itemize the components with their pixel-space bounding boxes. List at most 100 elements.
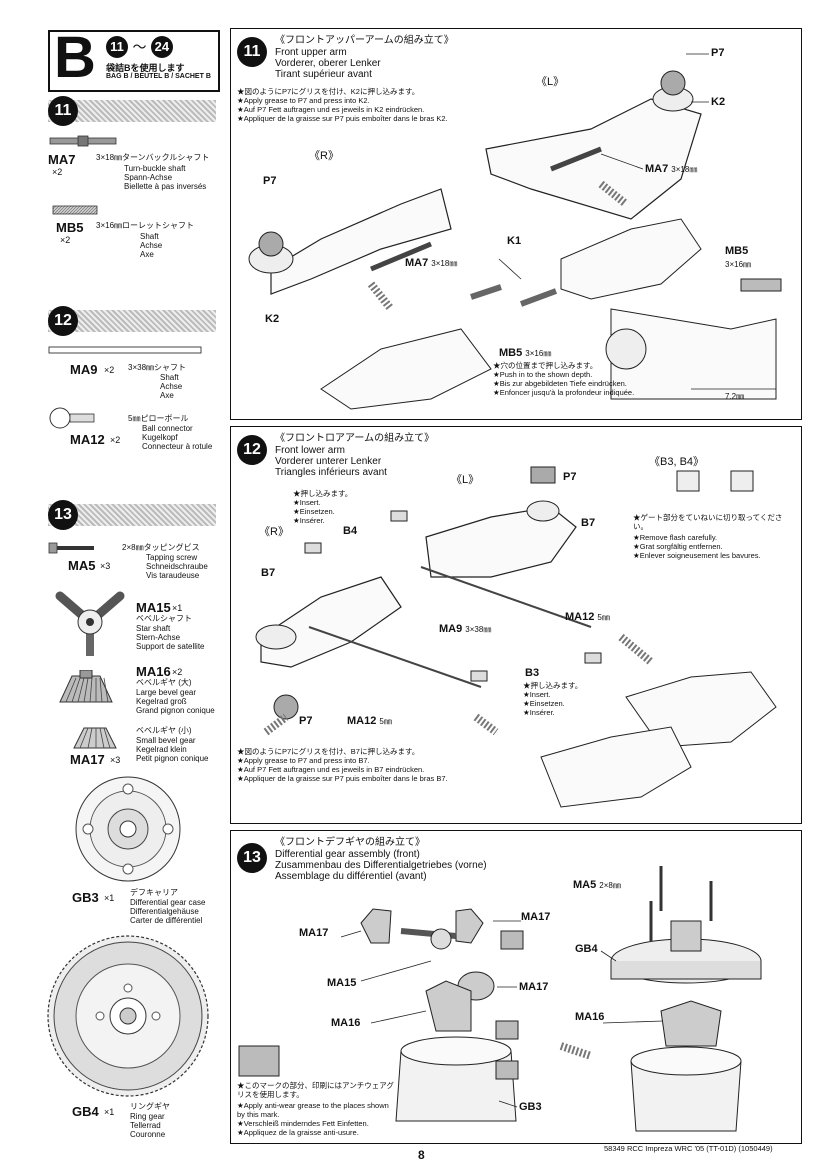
part-ma15-de: Stern-Achse — [136, 633, 181, 642]
part-ma12-fr: Connecteur à rotule — [142, 442, 213, 451]
step-12-title-fr: Triangles inférieurs avant — [275, 467, 387, 478]
step-12-insert-fr-bottom: ★Insérer. — [523, 708, 555, 717]
step-13-badge: 13 — [237, 843, 267, 873]
part-mb5-code: MB5 — [56, 220, 84, 235]
part-gb4-fr: Couronne — [130, 1130, 166, 1139]
part-ma9-qty: ×2 — [104, 365, 115, 375]
sidebar-step-11-bar — [48, 100, 216, 122]
part-ma15-fr: Support de satellite — [136, 642, 205, 651]
step-11-label-ma7-right: MA7 3×18㎜ — [645, 163, 698, 175]
part-ma16-de: Kegelrad groß — [136, 697, 187, 706]
part-ma15-desc: ベベルシャフト — [136, 614, 192, 623]
step-12-insert-de-bottom: ★Einsetzen. — [523, 699, 565, 708]
step-13-diagram — [238, 866, 762, 1132]
part-gb3-de: Differentialgehäuse — [130, 907, 199, 916]
step-11-diagram — [248, 53, 782, 410]
part-ma7-code: MA7 — [48, 152, 76, 167]
part-ma16-qty: ×2 — [172, 667, 183, 677]
step-11-note-fr: ★Appliquer de la graisse sur P7 puis emb… — [237, 114, 448, 123]
step-12-label-L: 《L》 — [451, 474, 480, 486]
part-ma16-desc: ベベルギヤ (大) — [136, 678, 192, 687]
step-12-flash-en: ★Remove flash carefully. — [633, 533, 718, 542]
part-ma16-code: MA16 — [136, 664, 171, 679]
bag-header: B 11 ～ 24 袋詰Bを使用します BAG B / BEUTEL B / S… — [48, 25, 220, 92]
part-ma9-desc: 3×38㎜シャフト — [128, 363, 187, 372]
part-ma17-en: Small bevel gear — [136, 736, 196, 745]
step-12-note-en: ★Apply grease to P7 and press into B7. — [237, 756, 370, 765]
step-11-label-ma7-left: MA7 3×18㎜ — [405, 257, 458, 269]
bag-letter: B — [54, 25, 96, 90]
step-12-insert-en-top: ★Insert. — [293, 498, 321, 507]
step-11-push-fr: ★Enfoncer jusqu'à la profondeur indiquée… — [493, 388, 635, 397]
step-12-label-ma9: MA9 3×38㎜ — [439, 623, 492, 635]
part-gb4-code: GB4 — [72, 1104, 99, 1119]
step-12-insert-jp-top: ★押し込みます。 — [293, 489, 353, 498]
range-end-badge: 24 — [150, 36, 173, 58]
step-13-label-gb3: GB3 — [519, 1101, 542, 1113]
part-ma9-de: Achse — [160, 382, 183, 391]
step-11-push-de: ★Bis zur abgebildeten Tiefe eindrücken. — [493, 379, 627, 388]
sidebar-step-11-badge: 11 — [48, 96, 78, 126]
part-gb3-desc: デフキャリア — [130, 888, 178, 897]
part-ma5-code: MA5 — [68, 558, 96, 573]
part-ma7-en: Turn-buckle shaft — [124, 164, 186, 173]
step-11-note-en: ★Apply grease to P7 and press into K2. — [237, 96, 370, 105]
part-gb3-fr: Carter de différentiel — [130, 916, 203, 925]
step-13-title-en: Differential gear assembly (front) — [275, 849, 420, 860]
part-gb4-desc: リングギヤ — [130, 1102, 170, 1111]
step-12-badge: 12 — [237, 435, 267, 465]
part-ma17-qty: ×3 — [110, 755, 121, 765]
part-ma12-qty: ×2 — [110, 435, 121, 445]
ring-gear-icon — [47, 935, 209, 1097]
step-12-title-en: Front lower arm — [275, 445, 346, 456]
ball-connector-icon — [49, 407, 95, 429]
step-13-label-ma16-left: MA16 — [331, 1017, 361, 1029]
part-gb4-qty: ×1 — [104, 1107, 115, 1117]
part-ma9-en: Shaft — [160, 373, 179, 382]
part-mb5-de: Achse — [140, 241, 163, 250]
step-13-title-fr: Assemblage du différentiel (avant) — [275, 871, 427, 882]
bag-step-range: 11 ～ 24 — [106, 36, 214, 58]
tapping-screw-icon — [48, 542, 94, 554]
step-11-label-R: 《R》 — [309, 150, 339, 162]
step-13-panel: 13 《フロントデフギヤの組み立て》 Differential gear ass… — [230, 830, 802, 1144]
part-ma15-code: MA15 — [136, 600, 171, 615]
step-12-label-b34: 《B3, B4》 — [649, 456, 705, 468]
bag-jp-text: 袋詰Bを使用します — [106, 63, 185, 73]
step-13-label-ma17-top: MA17 — [521, 911, 551, 923]
step-12-insert-jp-bottom: ★押し込みます。 — [523, 681, 583, 690]
step-13-label-ma16-right: MA16 — [575, 1011, 605, 1023]
part-gb4-de: Tellerrad — [130, 1121, 161, 1130]
step-12-insert-de-top: ★Einsetzen. — [293, 507, 335, 516]
step-11-push-en: ★Push in to the shown depth. — [493, 370, 593, 379]
step-13-label-gb4: GB4 — [575, 943, 598, 955]
part-ma9-code: MA9 — [70, 362, 98, 377]
part-ma16-fr: Grand pignon conique — [136, 706, 215, 715]
part-ma12-en: Ball connector — [142, 424, 193, 433]
step-11-label-k1: K1 — [507, 235, 522, 247]
range-start-badge: 11 — [106, 36, 128, 58]
step-12-title-de: Vorderer unterer Lenker — [275, 456, 382, 467]
part-ma12-de: Kugelkopf — [142, 433, 178, 442]
part-mb5-fr: Axe — [140, 250, 154, 259]
step-12-label-ma12-left: MA12 5㎜ — [347, 715, 392, 727]
step-13-grease-en: ★Apply anti-wear grease to the places sh… — [237, 1101, 389, 1119]
step-11-badge: 11 — [237, 37, 267, 67]
part-ma15-en: Star shaft — [136, 624, 171, 633]
step-11-panel: 11 《フロントアッパーアームの組み立て》 Front upper arm Vo… — [230, 28, 802, 420]
small-bevel-gear-icon — [73, 727, 117, 749]
step-13-title-jp: 《フロントデフギヤの組み立て》 — [275, 837, 425, 848]
part-mb5-desc: 3×16㎜ローレットシャフト — [96, 221, 195, 230]
step-11-note-jp: ★図のようにP7にグリスを付け、K2に押し込みます。 — [237, 87, 420, 96]
step-11-label-mb5: MB5 — [725, 245, 749, 257]
footer-reference: 58349 RCC Impreza WRC '05 (TT-01D) (1050… — [604, 1144, 773, 1153]
step-12-label-b7-left: B7 — [261, 567, 276, 579]
step-11-dimension: 7.2㎜ — [725, 392, 745, 401]
step-11-push-jp: ★穴の位置まで押し込みます。 — [493, 361, 598, 370]
part-gb4-en: Ring gear — [130, 1112, 165, 1121]
part-ma12-code: MA12 — [70, 432, 105, 447]
step-12-note-fr: ★Appliquer de la graisse sur P7 puis emb… — [237, 774, 448, 783]
step-12-note-de: ★Auf P7 Fett auftragen und es jeweils in… — [237, 765, 425, 774]
part-ma17-desc: ベベルギヤ (小) — [136, 726, 192, 735]
part-gb3-en: Differential gear case — [130, 898, 206, 907]
